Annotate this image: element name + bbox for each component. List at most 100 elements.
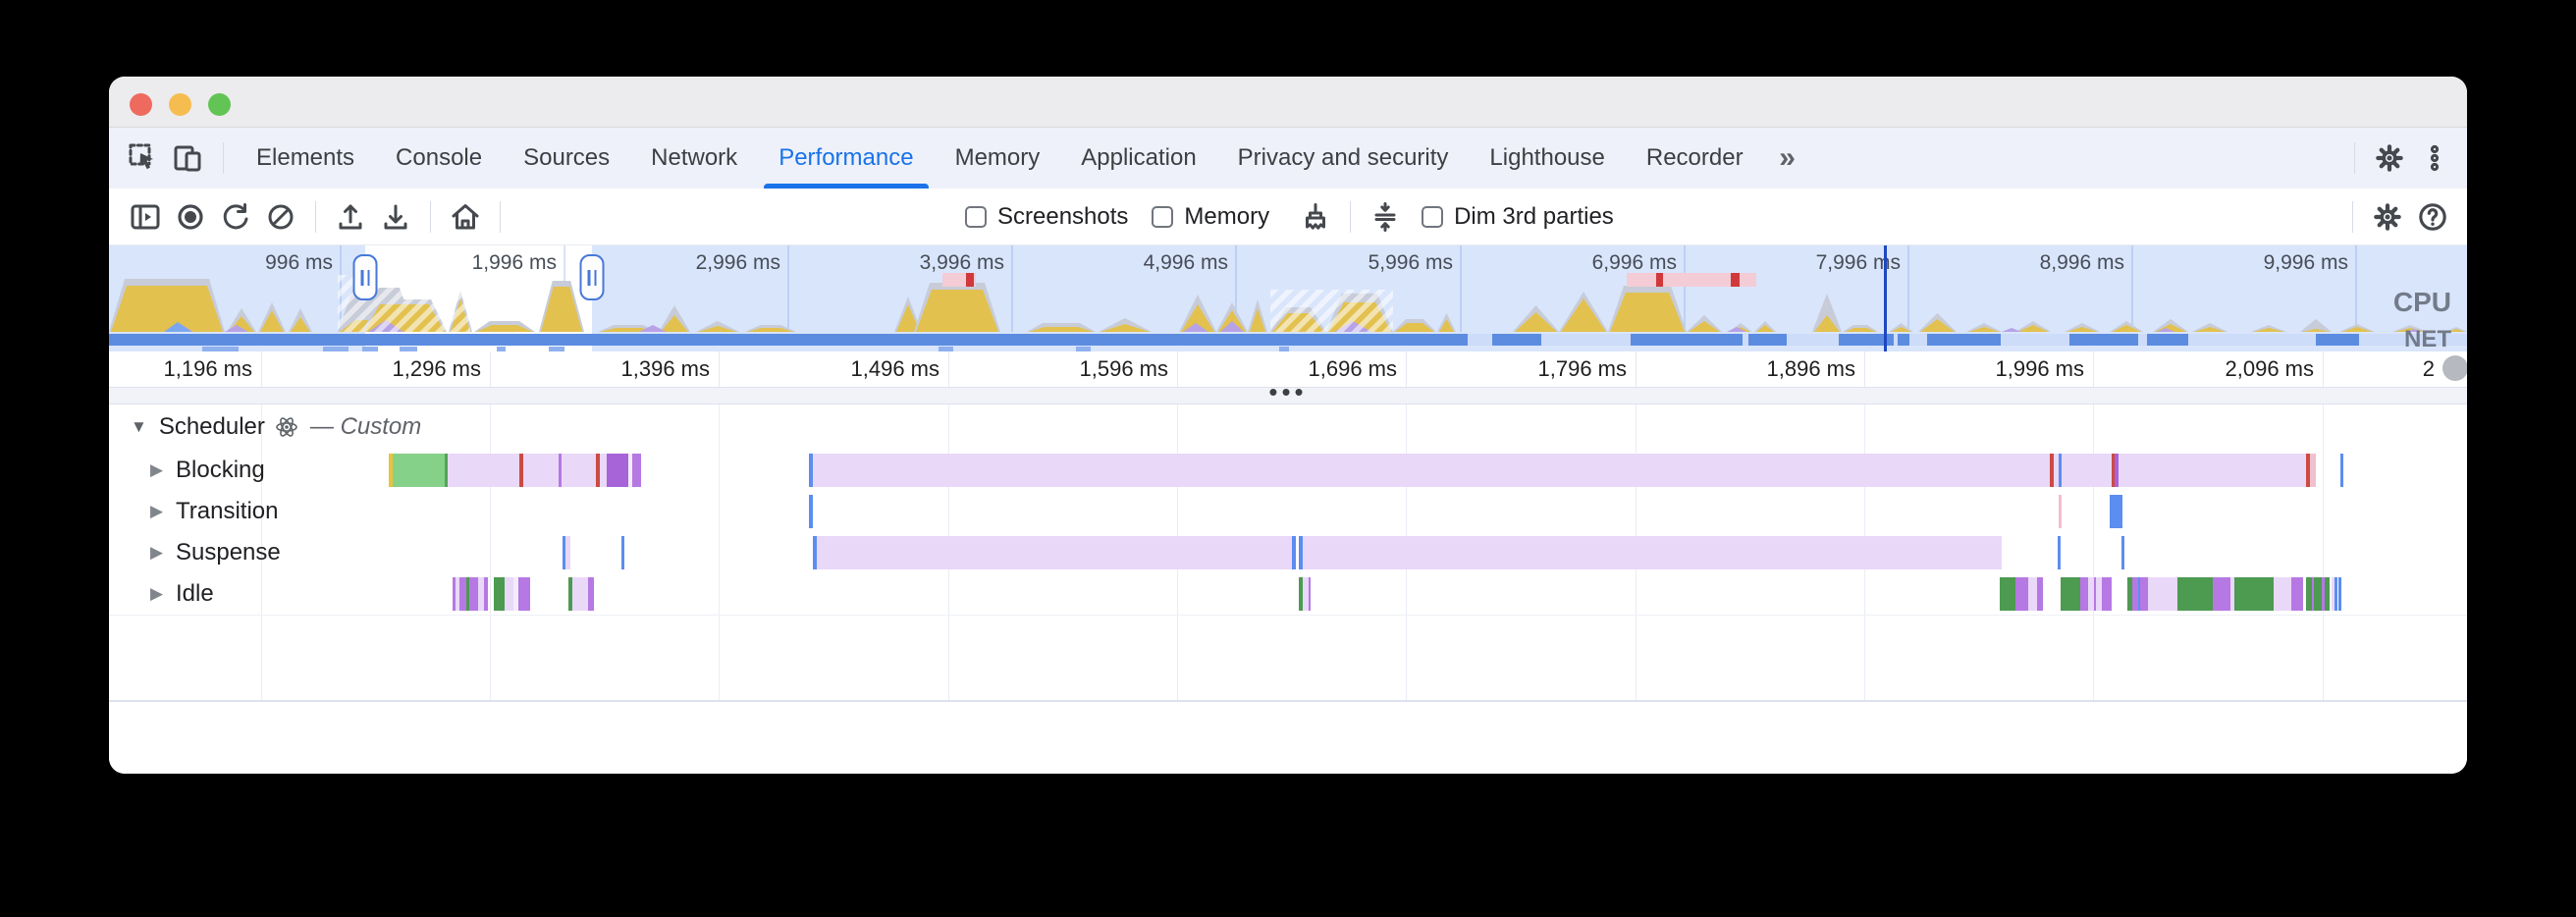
collapse-triangle-icon[interactable]: ▼ [131, 417, 147, 436]
collect-garbage-icon[interactable] [1293, 194, 1338, 240]
minimize-button[interactable] [169, 93, 191, 116]
flame-segment[interactable] [2000, 577, 2015, 611]
flame-segment[interactable] [453, 577, 456, 611]
tab-memory[interactable]: Memory [954, 144, 1041, 171]
home-icon[interactable] [443, 194, 488, 240]
flame-segment[interactable] [469, 577, 478, 611]
flame-segment[interactable] [484, 577, 488, 611]
tab-privacy-and-security[interactable]: Privacy and security [1237, 144, 1449, 171]
flame-segment[interactable] [393, 454, 445, 487]
tab-lighthouse[interactable]: Lighthouse [1489, 144, 1605, 171]
more-tabs-icon[interactable]: » [1764, 135, 1809, 181]
flame-segment[interactable] [563, 536, 565, 569]
flame-segment[interactable] [2115, 454, 2119, 487]
flame-segment[interactable] [494, 577, 505, 611]
flame-segment[interactable] [2138, 577, 2140, 611]
selection-handle-left[interactable] [352, 254, 378, 300]
toggle-sidebar-icon[interactable] [123, 194, 168, 240]
flame-segment[interactable] [448, 454, 607, 487]
flame-segment[interactable] [2058, 536, 2061, 569]
compress-arrows-icon[interactable] [1363, 194, 1408, 240]
flame-segment[interactable] [809, 495, 813, 528]
inspect-icon[interactable] [121, 135, 166, 181]
ruler-scroll-knob[interactable] [2442, 355, 2467, 381]
tab-console[interactable]: Console [396, 144, 483, 171]
flame-segment[interactable] [2332, 577, 2334, 611]
upload-icon[interactable] [328, 194, 373, 240]
flame-segment[interactable] [2230, 577, 2234, 611]
flame-chart-tracks[interactable]: ▼Scheduler— Custom▶Blocking▶Transition▶S… [109, 405, 2467, 702]
flame-segment[interactable] [2061, 577, 2080, 611]
flame-segment[interactable] [2312, 577, 2314, 611]
flame-segment[interactable] [2028, 577, 2037, 611]
expand-triangle-icon[interactable]: ▶ [150, 584, 164, 603]
flame-segment[interactable] [2037, 577, 2043, 611]
flame-segment[interactable] [2132, 577, 2148, 611]
flame-segment[interactable] [1292, 536, 1296, 569]
flame-segment[interactable] [519, 454, 523, 487]
flame-segment[interactable] [2121, 536, 2124, 569]
memory-checkbox[interactable] [1152, 205, 1174, 228]
record-icon[interactable] [168, 194, 213, 240]
flame-segment[interactable] [2213, 577, 2230, 611]
flame-segment[interactable] [813, 536, 817, 569]
tab-application[interactable]: Application [1081, 144, 1197, 171]
flame-segment[interactable] [505, 577, 513, 611]
panel-resize-handle[interactable]: ••• [109, 379, 2467, 405]
flame-segment[interactable] [2310, 454, 2316, 487]
flame-segment[interactable] [588, 577, 594, 611]
settings-gear-icon[interactable] [2367, 135, 2412, 181]
flame-segment[interactable] [2094, 577, 2096, 611]
flame-segment[interactable] [2274, 577, 2291, 611]
flame-segment[interactable] [2334, 577, 2337, 611]
flame-segment[interactable] [632, 454, 641, 487]
flame-segment[interactable] [817, 536, 1292, 569]
capture-settings-gear-icon[interactable] [2365, 194, 2410, 240]
flame-segment[interactable] [518, 577, 530, 611]
help-icon[interactable] [2410, 194, 2455, 240]
flame-segment[interactable] [389, 454, 393, 487]
flame-segment[interactable] [572, 577, 588, 611]
more-options-icon[interactable] [2412, 135, 2457, 181]
flame-segment[interactable] [456, 577, 459, 611]
flame-segment[interactable] [813, 454, 2313, 487]
flame-segment[interactable] [2112, 454, 2115, 487]
flame-segment[interactable] [2322, 577, 2325, 611]
flame-segment[interactable] [2306, 454, 2310, 487]
flame-segment[interactable] [565, 536, 570, 569]
flame-segment[interactable] [2325, 577, 2330, 611]
flame-segment[interactable] [2148, 577, 2177, 611]
flame-segment[interactable] [2291, 577, 2303, 611]
flame-segment[interactable] [2059, 454, 2062, 487]
flame-segment[interactable] [2177, 577, 2213, 611]
tab-sources[interactable]: Sources [523, 144, 611, 171]
reload-icon[interactable] [213, 194, 258, 240]
flame-segment[interactable] [445, 454, 448, 487]
flame-segment[interactable] [1303, 577, 1309, 611]
flame-segment[interactable] [568, 577, 572, 611]
screenshots-checkbox[interactable] [965, 205, 987, 228]
flame-segment[interactable] [2059, 495, 2062, 528]
flame-segment[interactable] [809, 454, 813, 487]
flame-segment[interactable] [1299, 577, 1303, 611]
window-titlebar[interactable] [109, 77, 2467, 128]
flame-segment[interactable] [596, 454, 600, 487]
zoom-button[interactable] [208, 93, 231, 116]
flame-segment[interactable] [466, 577, 469, 611]
download-icon[interactable] [373, 194, 418, 240]
close-button[interactable] [130, 93, 152, 116]
flame-segment[interactable] [628, 454, 632, 487]
flame-segment[interactable] [459, 577, 466, 611]
flame-segment[interactable] [2080, 577, 2088, 611]
flame-segment[interactable] [2234, 577, 2274, 611]
flame-segment[interactable] [2102, 577, 2112, 611]
expand-triangle-icon[interactable]: ▶ [150, 543, 164, 562]
tab-performance[interactable]: Performance [758, 128, 934, 189]
flame-segment[interactable] [2110, 495, 2122, 528]
flame-segment[interactable] [2338, 577, 2341, 611]
expand-triangle-icon[interactable]: ▶ [150, 502, 164, 520]
flame-segment[interactable] [621, 536, 624, 569]
flame-segment[interactable] [1303, 536, 2002, 569]
device-toolbar-icon[interactable] [166, 135, 211, 181]
